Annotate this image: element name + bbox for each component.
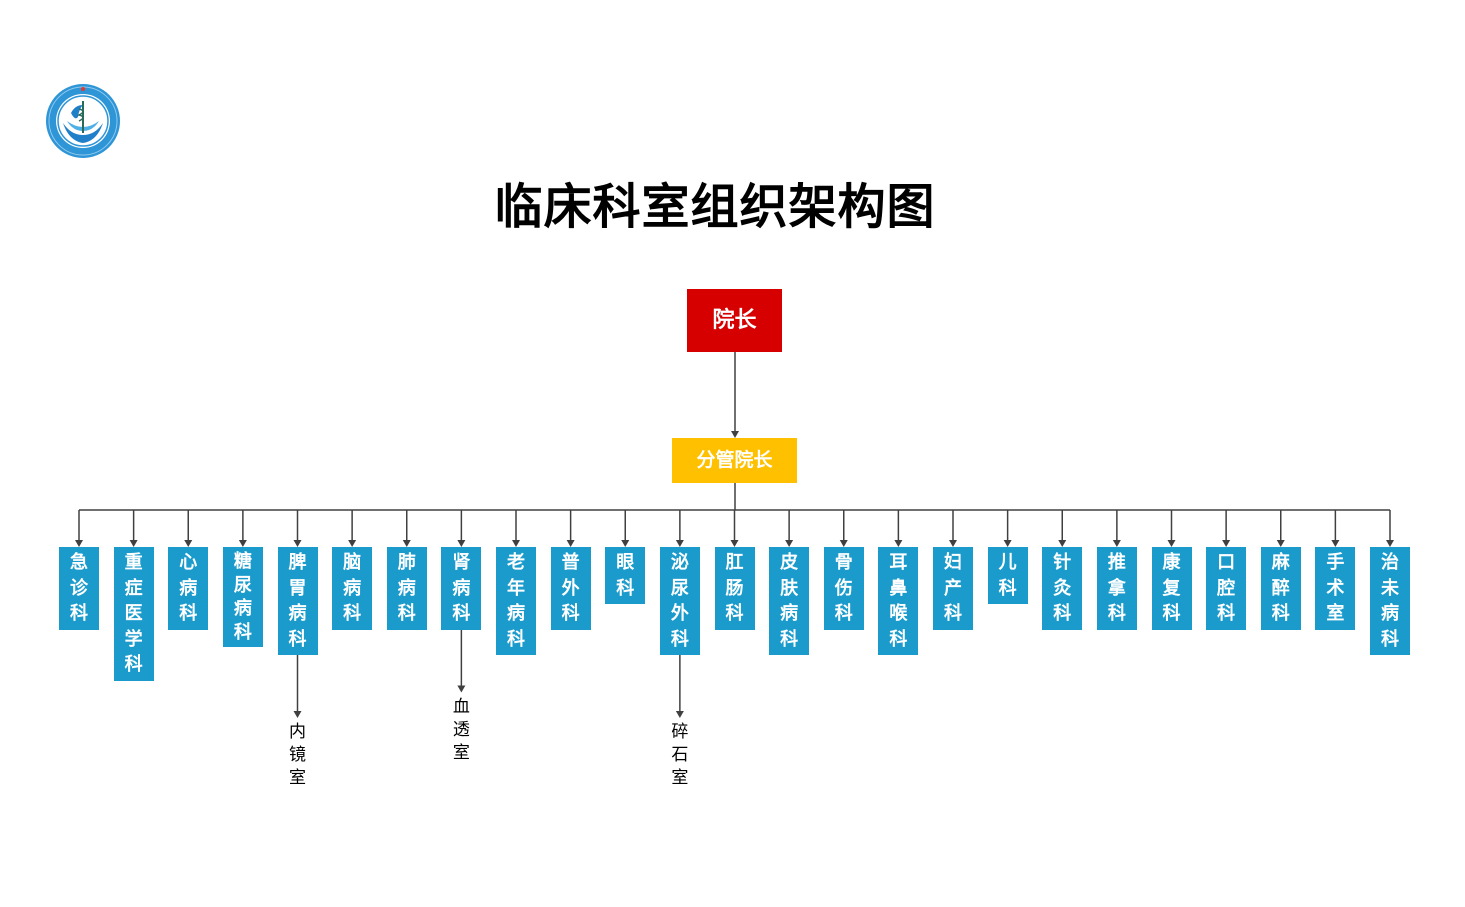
arrow-head	[1222, 540, 1231, 547]
department-label: 麻醉科	[1271, 552, 1290, 624]
department-box: 肺病科	[386, 547, 427, 630]
arrow-head	[730, 540, 739, 547]
department-label: 眼科	[616, 552, 635, 599]
department-box: 推拿科	[1096, 547, 1137, 630]
department-label: 耳鼻喉科	[889, 552, 908, 650]
president-box: 院长	[687, 289, 782, 352]
arrow-head	[457, 685, 466, 693]
vice-president-box: 分管院长	[672, 438, 797, 483]
arrow-head	[512, 540, 520, 547]
department-box: 肛肠科	[714, 547, 755, 630]
department-box: 口腔科	[1206, 547, 1247, 630]
department-box: 重症医学科	[113, 547, 154, 681]
arrow-head	[949, 540, 957, 547]
department-box: 急诊科	[59, 547, 99, 630]
department-label: 治未病科	[1380, 552, 1399, 650]
department-label: 口腔科	[1217, 552, 1236, 624]
department-box: 眼科	[605, 547, 646, 604]
department-box: 泌尿外科	[659, 547, 700, 655]
department-label: 心病科	[179, 552, 198, 624]
department-label: 肾病科	[452, 552, 471, 624]
arrow-head	[1112, 540, 1121, 547]
department-label: 重症医学科	[124, 552, 143, 675]
arrow-head	[675, 540, 684, 547]
arrow-head	[894, 540, 903, 547]
page-title: 临床科室组织架构图	[494, 179, 936, 235]
arrow-head	[1003, 540, 1012, 547]
sub-unit-label: 内镜室	[289, 722, 306, 788]
department-label: 老年病科	[506, 552, 525, 650]
department-label: 骨伤科	[834, 552, 853, 624]
arrow-head	[1276, 540, 1285, 547]
arrow-head	[184, 540, 193, 547]
sub-unit: 内镜室	[283, 721, 313, 790]
department-label: 脾胃病科	[288, 552, 307, 650]
arrow-head	[129, 540, 138, 547]
arrow-head	[785, 540, 794, 547]
arrow-head	[75, 540, 83, 547]
vice-president-label: 分管院长	[696, 449, 773, 471]
department-box: 耳鼻喉科	[878, 547, 919, 655]
department-box: 老年病科	[496, 547, 536, 655]
department-box: 儿科	[987, 547, 1028, 604]
department-box: 康复科	[1151, 547, 1192, 630]
sub-unit-label: 碎石室	[671, 722, 689, 788]
sub-unit: 血透室	[446, 696, 476, 765]
president-label: 院长	[712, 308, 757, 333]
department-box: 脑病科	[332, 547, 373, 630]
department-box: 皮肤病科	[769, 547, 810, 655]
department-label: 儿科	[998, 552, 1017, 599]
arrow-head	[839, 540, 848, 547]
department-box: 妇产科	[933, 547, 973, 630]
department-label: 脑病科	[343, 552, 362, 624]
department-box: 肾病科	[441, 547, 482, 630]
department-label: 普外科	[561, 552, 580, 624]
arrow-head	[1386, 540, 1394, 547]
arrow-head	[238, 540, 247, 547]
department-label: 康复科	[1162, 552, 1181, 624]
department-label: 肺病科	[397, 552, 416, 624]
arrow-head	[293, 711, 302, 718]
hospital-logo-icon	[46, 84, 120, 158]
department-label: 针灸科	[1053, 552, 1072, 624]
department-box: 普外科	[550, 547, 591, 630]
department-label: 急诊科	[69, 552, 88, 624]
arrow-head	[1167, 540, 1176, 547]
department-box: 治未病科	[1370, 547, 1410, 655]
department-label: 推拿科	[1107, 552, 1126, 624]
department-box: 手术室	[1315, 547, 1356, 630]
sub-unit: 碎石室	[665, 721, 695, 790]
department-label: 糖尿病科	[233, 551, 252, 643]
department-box: 心病科	[168, 547, 209, 630]
arrow-head	[731, 431, 739, 438]
arrow-head	[675, 711, 684, 718]
department-box: 脾胃病科	[277, 547, 318, 655]
arrow-head	[348, 540, 357, 547]
arrow-head	[1058, 540, 1067, 547]
department-label: 皮肤病科	[780, 552, 799, 650]
arrow-head	[457, 540, 466, 547]
arrow-head	[621, 540, 630, 547]
arrow-head	[402, 540, 411, 547]
sub-unit-label: 血透室	[452, 696, 470, 763]
department-box: 针灸科	[1042, 547, 1083, 630]
arrow-head	[293, 540, 302, 547]
department-label: 手术室	[1326, 552, 1345, 624]
department-label: 妇产科	[943, 552, 962, 624]
department-label: 泌尿外科	[670, 552, 689, 650]
arrow-head	[1331, 540, 1340, 547]
arrow-head	[566, 540, 575, 547]
department-box: 麻醉科	[1260, 547, 1301, 630]
department-box: 糖尿病科	[222, 547, 263, 647]
department-box: 骨伤科	[823, 547, 864, 630]
department-label: 肛肠科	[725, 552, 744, 624]
